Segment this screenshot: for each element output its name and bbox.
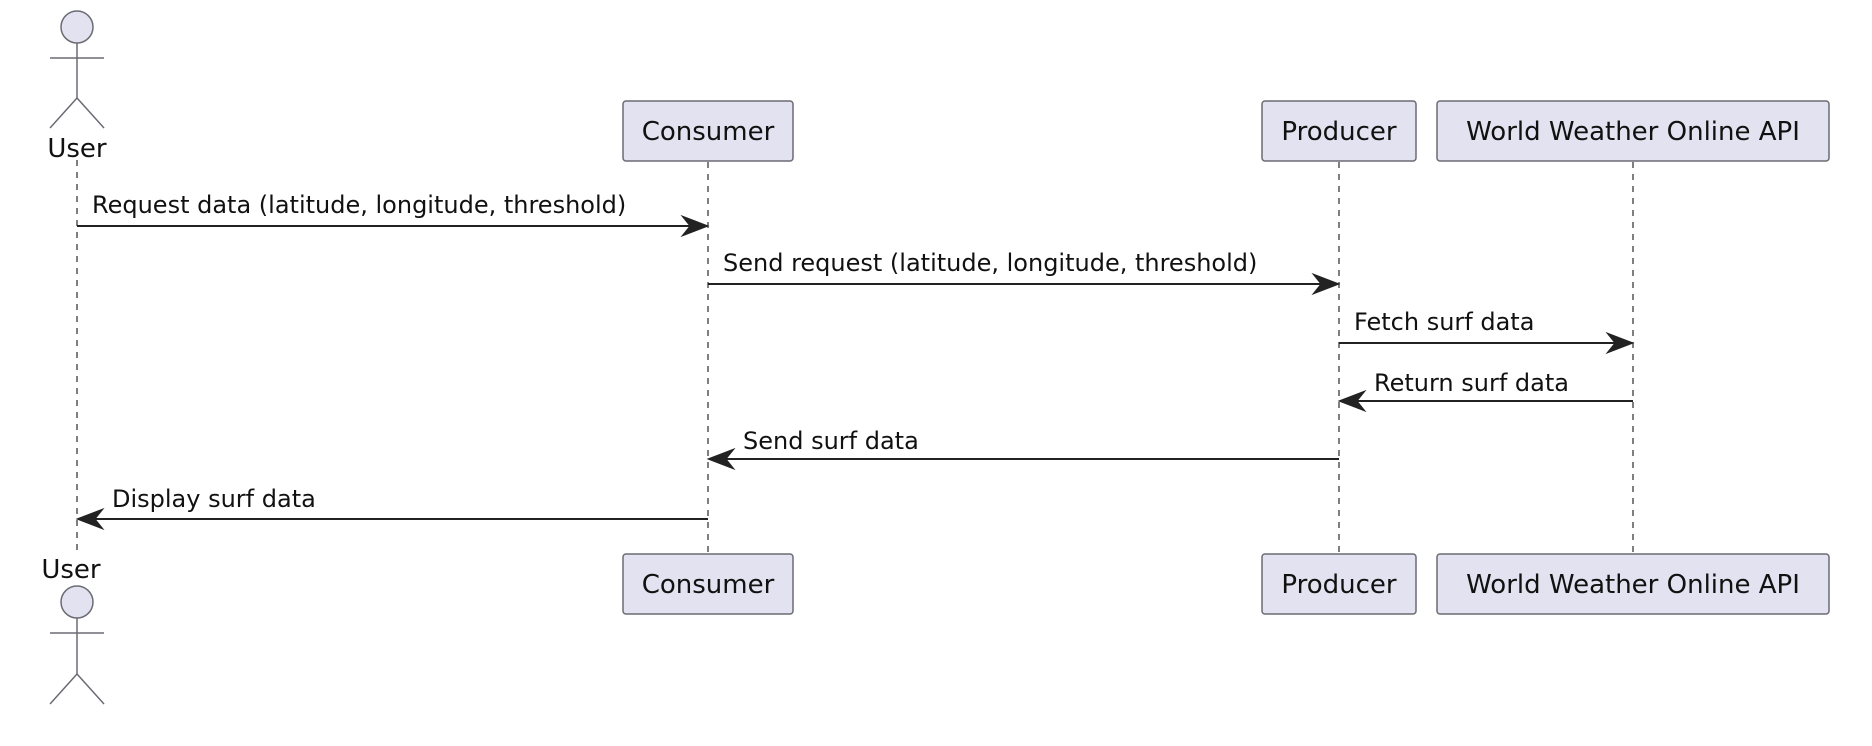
arrow-left-icon [75, 507, 105, 531]
participant-label: Producer [1281, 570, 1397, 600]
message-2: Send request (latitude, longitude, thres… [708, 249, 1341, 296]
actor-user-bottom: User [41, 555, 105, 705]
arrow-right-icon [1605, 331, 1635, 355]
message-label: Send request (latitude, longitude, thres… [723, 249, 1257, 277]
person-icon [49, 585, 105, 705]
message-label: Send surf data [743, 427, 919, 455]
actor-label: User [41, 555, 101, 585]
arrow-left-icon [706, 447, 736, 471]
participant-label: Consumer [642, 570, 775, 600]
participant-label: Consumer [642, 117, 775, 147]
message-1: Request data (latitude, longitude, thres… [77, 191, 710, 238]
actor-user-top: User [47, 10, 107, 164]
participant-api-bottom: World Weather Online API [1436, 553, 1830, 615]
participant-producer-top: Producer [1261, 100, 1417, 162]
participant-consumer-bottom: Consumer [622, 553, 794, 615]
arrow-right-icon [1311, 272, 1341, 296]
participant-label: Producer [1281, 117, 1397, 147]
message-label: Display surf data [112, 485, 316, 513]
participant-producer-bottom: Producer [1261, 553, 1417, 615]
participant-label: World Weather Online API [1466, 570, 1800, 600]
message-label: Request data (latitude, longitude, thres… [92, 191, 626, 219]
message-3: Fetch surf data [1339, 308, 1635, 355]
message-label: Return surf data [1374, 369, 1569, 397]
message-4: Return surf data [1337, 369, 1633, 413]
message-5: Send surf data [706, 427, 1339, 471]
participant-label: World Weather Online API [1466, 117, 1800, 147]
actor-label: User [47, 134, 107, 164]
participant-api-top: World Weather Online API [1436, 100, 1830, 162]
participant-consumer-top: Consumer [622, 100, 794, 162]
person-icon [49, 10, 105, 129]
message-label: Fetch surf data [1354, 308, 1534, 336]
message-6: Display surf data [75, 485, 708, 531]
arrow-left-icon [1337, 389, 1367, 413]
arrow-right-icon [680, 214, 710, 238]
